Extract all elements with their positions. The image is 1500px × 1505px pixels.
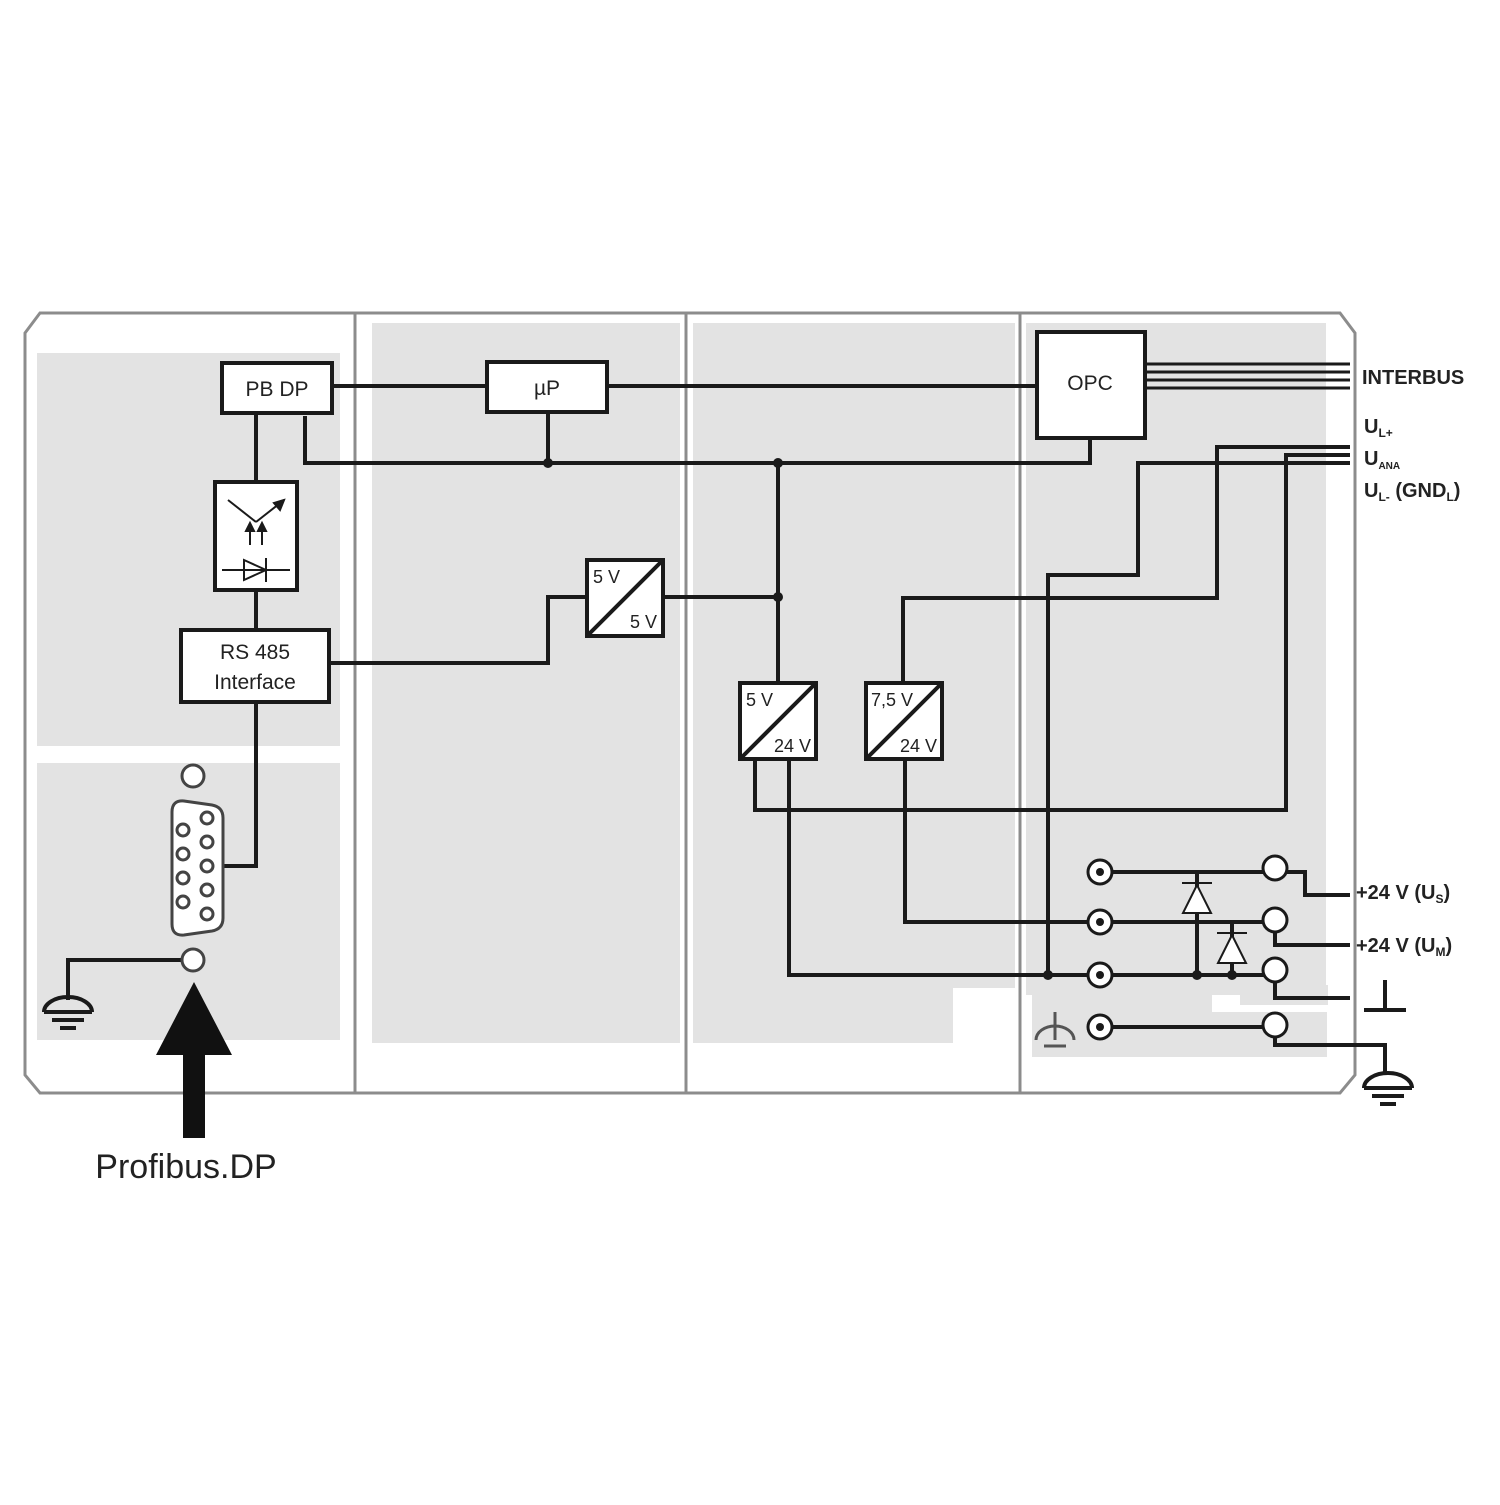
- supply-um-label: +24 V (UM): [1356, 935, 1452, 959]
- profibus-dp-label: Profibus.DP: [95, 1148, 276, 1186]
- converter-7-5v-24v-output: 24 V: [900, 736, 937, 756]
- optocoupler-block: [213, 480, 299, 592]
- ground-bar-icon: [1364, 980, 1406, 1012]
- ul-minus-label: UL- (GNDL): [1364, 480, 1460, 504]
- converter-5v-5v-input: 5 V: [593, 567, 620, 587]
- converter-7-5v-24v-input: 7,5 V: [871, 690, 913, 710]
- converter-5v-5v-output: 5 V: [630, 612, 657, 632]
- microprocessor-label: µP: [534, 377, 560, 400]
- converter-5v-24v-input: 5 V: [746, 690, 773, 710]
- interbus-lines: [1145, 362, 1350, 390]
- opc-block: OPC: [1035, 330, 1147, 440]
- arrow-up-icon: [156, 982, 232, 1138]
- ul-plus-label: UL+: [1364, 416, 1393, 440]
- uana-label: UANA: [1364, 448, 1400, 472]
- ground-icon: [42, 995, 94, 1030]
- pb-dp-block: PB DP: [220, 361, 334, 415]
- sub-d-connector-icon: [170, 763, 225, 973]
- rs485-label-line2: Interface: [214, 671, 296, 694]
- ground-icon-right: [1362, 1071, 1414, 1106]
- converter-7-5v-24v: 7,5 V 24 V: [864, 681, 944, 761]
- converter-5v-5v: 5 V 5 V: [585, 558, 665, 638]
- module-housing: [23, 311, 1357, 1095]
- junction-dots: [543, 458, 1237, 980]
- terminal-dots: [1096, 868, 1104, 1031]
- microprocessor-block: µP: [485, 360, 609, 414]
- diode-icon: [1181, 882, 1248, 964]
- chassis-ground-icon: [1034, 1012, 1076, 1048]
- pb-dp-label: PB DP: [245, 378, 308, 401]
- converter-5v-24v-output: 24 V: [774, 736, 811, 756]
- supply-us-label: +24 V (US): [1356, 882, 1450, 906]
- wiring: [66, 384, 1387, 1075]
- optocoupler-icon: [222, 498, 290, 582]
- rs485-block: RS 485 Interface: [179, 628, 331, 704]
- interbus-label: INTERBUS: [1362, 367, 1464, 389]
- rs485-label-line1: RS 485: [220, 641, 290, 664]
- converter-5v-24v: 5 V 24 V: [738, 681, 818, 761]
- section-dividers: [353, 313, 1022, 1093]
- opc-label: OPC: [1067, 372, 1113, 395]
